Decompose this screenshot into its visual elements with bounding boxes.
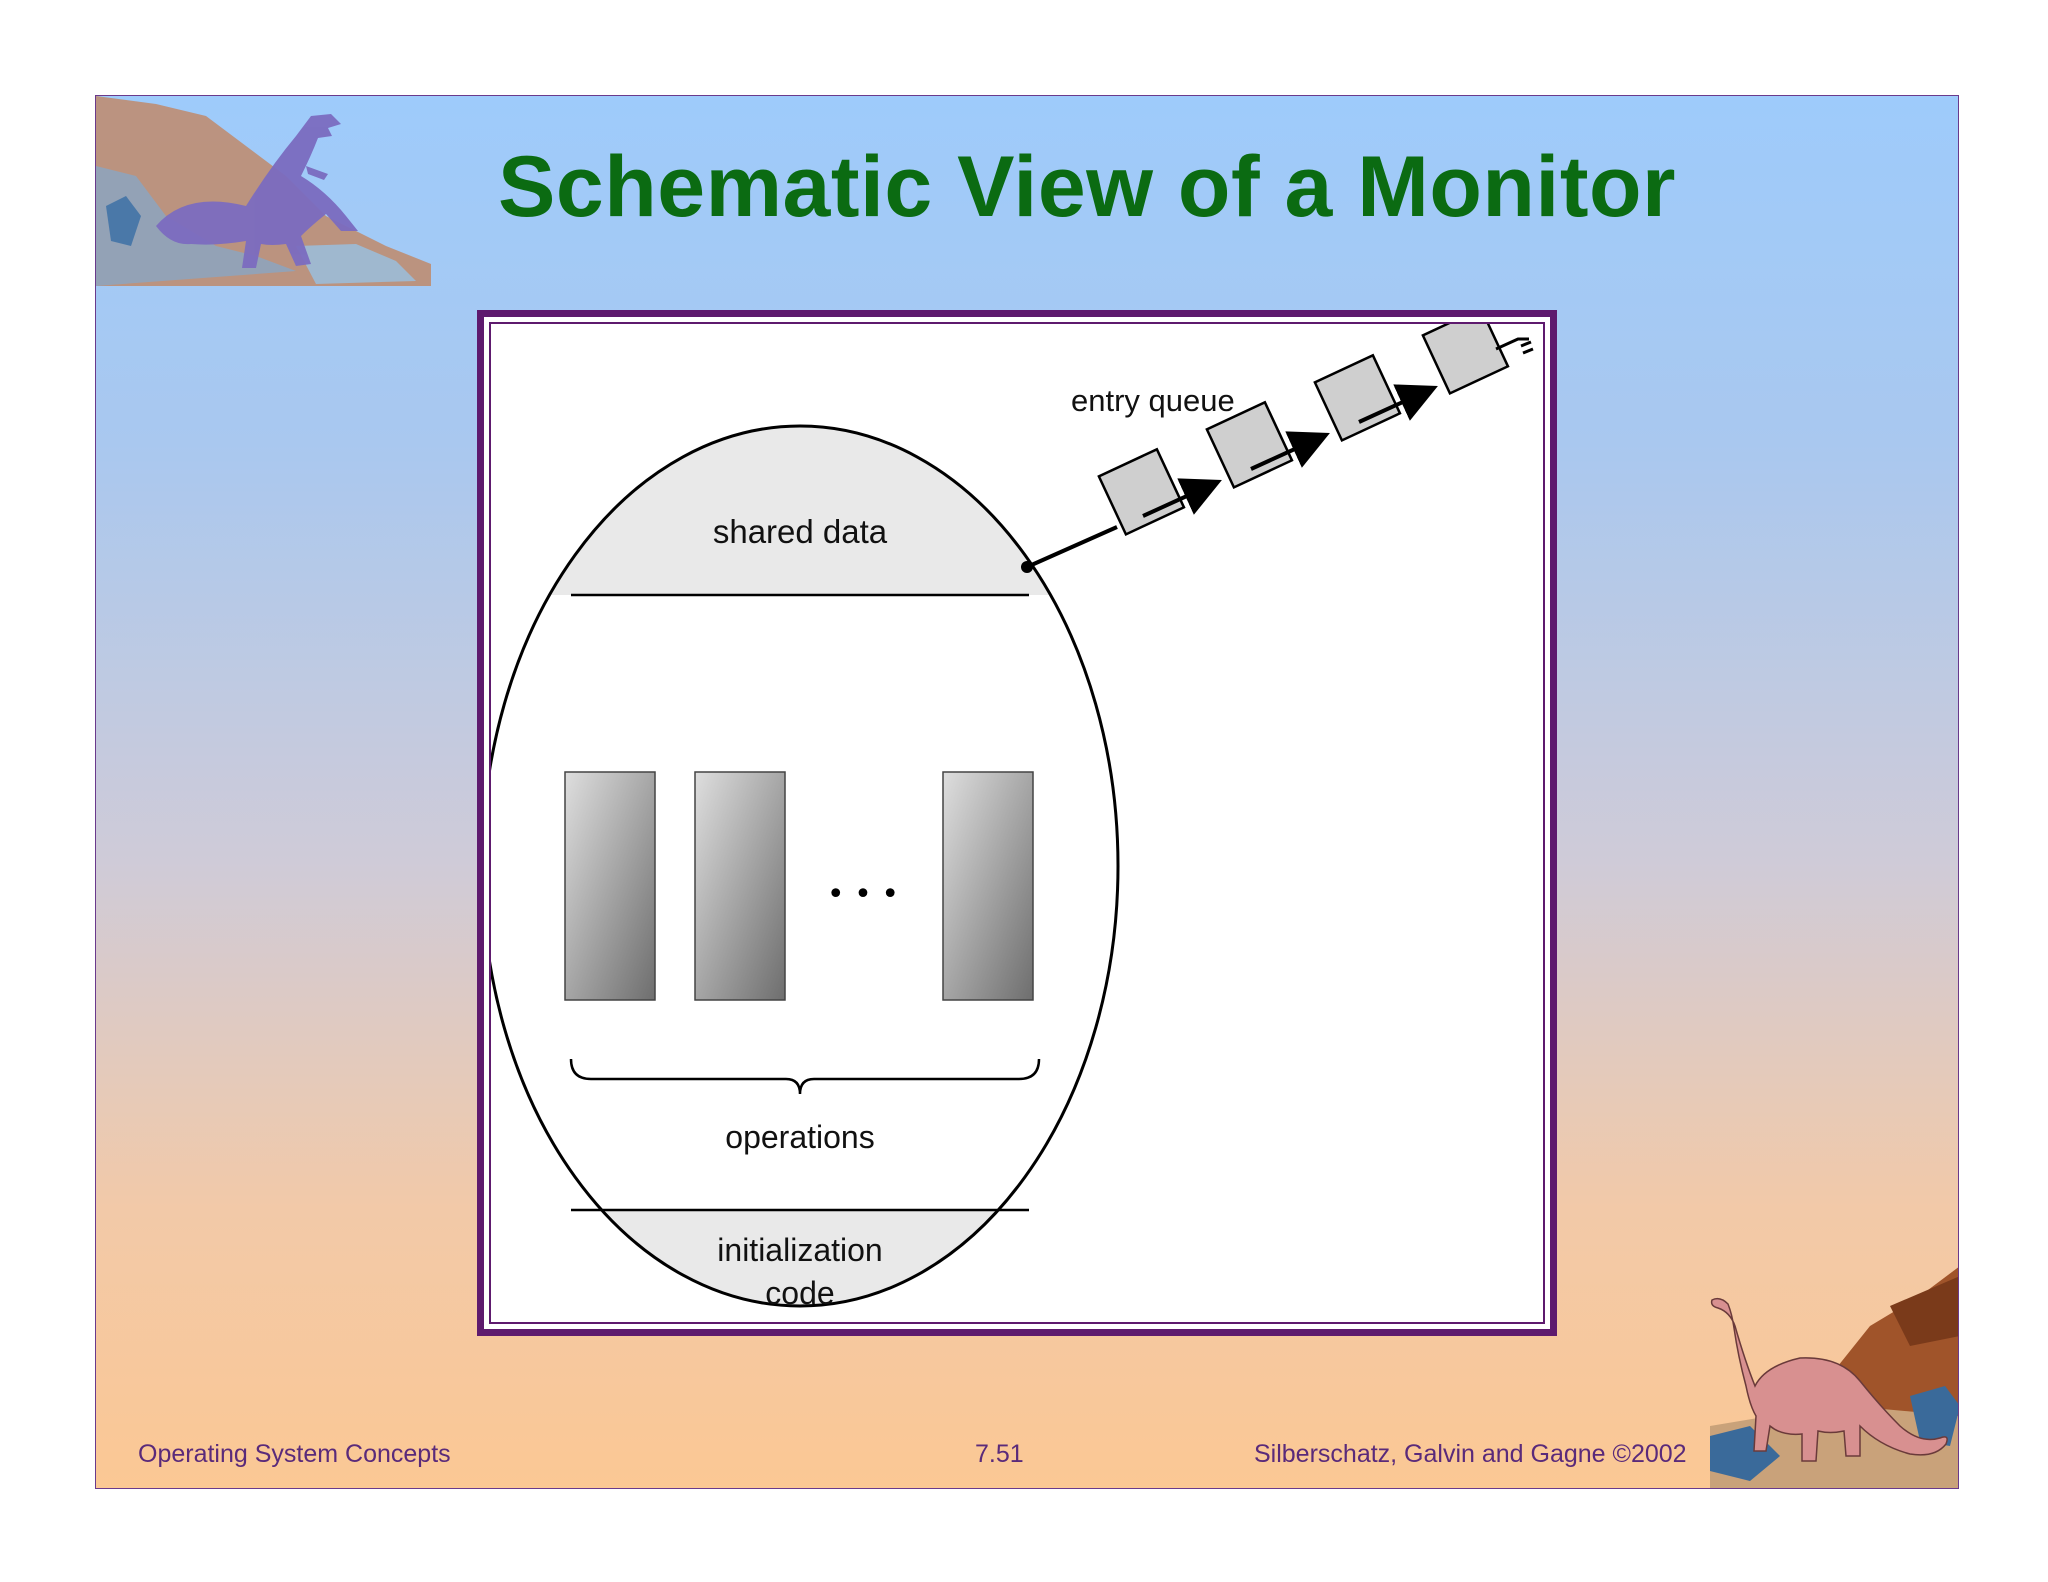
brontosaurus-dinosaur-icon <box>1710 1267 1958 1488</box>
queue-node <box>1205 400 1294 490</box>
operations-brace <box>569 1058 1041 1095</box>
operations-label: operations <box>725 1119 874 1155</box>
entry-queue-link <box>1026 525 1118 569</box>
queue-terminator-tick <box>1520 340 1532 348</box>
operation-block <box>564 771 656 1001</box>
queue-arrow <box>1142 478 1222 518</box>
slide: Schematic View of a Monitor <box>95 95 1959 1489</box>
operation-block <box>694 771 786 1001</box>
monitor-schematic: shared data • • • operations initializat… <box>491 324 1534 1311</box>
initialization-code-label-line1: initialization <box>717 1232 882 1268</box>
monitor-figure-frame: shared data • • • operations initializat… <box>477 310 1557 1336</box>
operations-ellipsis: • • • <box>827 877 899 912</box>
page-title: Schematic View of a Monitor <box>498 139 1676 235</box>
queue-terminator <box>1495 337 1529 351</box>
shared-data-band <box>491 426 1118 595</box>
queue-node <box>1097 447 1186 537</box>
queue-arrow <box>1358 384 1438 424</box>
queue-node <box>1313 353 1402 443</box>
entry-queue-label: entry queue <box>1071 383 1235 418</box>
initialization-code-label-line2: code <box>765 1275 834 1311</box>
footer-page-number: 7.51 <box>975 1440 1024 1468</box>
footer-copyright: Silberschatz, Galvin and Gagne ©2002 <box>1254 1440 1687 1468</box>
t-rex-dinosaur-icon <box>96 96 431 286</box>
operation-block <box>942 771 1034 1001</box>
footer-course-title: Operating System Concepts <box>138 1440 451 1468</box>
shared-data-label: shared data <box>713 513 888 550</box>
queue-node <box>1421 324 1510 396</box>
queue-arrow <box>1250 431 1330 471</box>
monitor-figure-canvas: shared data • • • operations initializat… <box>489 322 1545 1324</box>
queue-terminator-tick <box>1522 347 1534 355</box>
monitor-oval <box>491 424 1120 1308</box>
